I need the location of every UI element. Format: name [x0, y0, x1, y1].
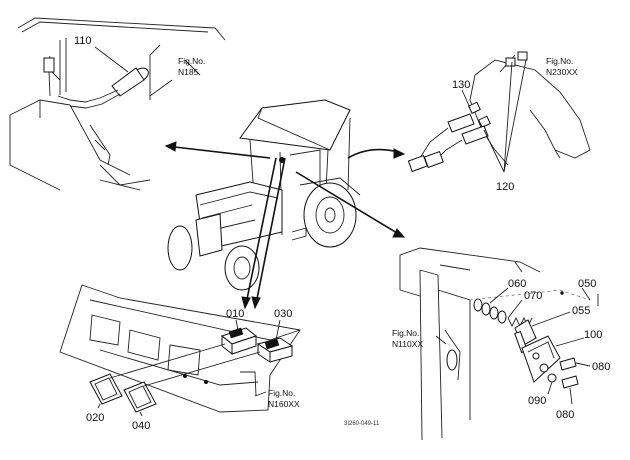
figref-n110-title: Fig.No. — [392, 328, 419, 338]
harness-connector-130 — [468, 51, 528, 128]
leader-arrows — [164, 141, 406, 310]
part-number-030: 030 — [274, 308, 292, 320]
arrowhead-switch-010 — [251, 296, 261, 310]
part-number-040: 040 — [132, 420, 150, 432]
wiring-harness-120 — [407, 113, 489, 173]
rocker-switch-030 — [256, 337, 294, 363]
figref-n110-number: N110XX — [392, 339, 423, 349]
part-number-010: 010 — [226, 308, 244, 320]
arrow-to-switch-cluster — [245, 157, 277, 305]
bolt-080 — [559, 357, 577, 371]
part-number-090: 090 — [528, 395, 546, 407]
figref-n230-title: Fig.No. — [546, 56, 573, 66]
part-number-080-lower: 080 — [556, 409, 574, 421]
figref-n230-number: N230XX — [546, 67, 578, 77]
figref-n185-title: Fig.No. — [178, 56, 205, 66]
arrowhead-switch-cluster — [241, 296, 251, 310]
bracket-100 — [521, 335, 561, 383]
panel-switch-cluster: 010 030 020 040 Fig.No. N160XX — [59, 284, 301, 432]
arrowhead-rear-lamp — [393, 148, 406, 159]
arrow-to-rear-lamp — [347, 148, 399, 159]
part-number-120: 120 — [496, 181, 514, 193]
figref-n185-number: N185 — [178, 67, 199, 77]
panel-rear-bracket: 060 070 050 055 100 080 090 080 Fig.No. … — [392, 247, 610, 441]
washer-stack-060 — [473, 298, 507, 324]
bolt-080-lower — [561, 375, 579, 389]
part-number-055: 055 — [572, 305, 590, 317]
part-number-100: 100 — [584, 329, 602, 341]
diagram-caption: 3I260-049-11 — [344, 421, 380, 427]
part-number-070: 070 — [524, 290, 542, 302]
work-light-part-110 — [43, 55, 149, 109]
part-number-050: 050 — [578, 278, 596, 290]
arrow-origin-dot — [279, 157, 285, 163]
panel-rear-lamp-harness: 130 120 Fig.No. N230XX — [407, 51, 591, 193]
arrow-to-switch-010 — [255, 157, 286, 305]
nut-090 — [547, 373, 557, 383]
rocker-switch-010 — [220, 327, 258, 356]
part-number-110: 110 — [74, 35, 92, 47]
part-number-080-upper: 080 — [592, 361, 610, 373]
figref-n160-title: Fig.No. — [268, 388, 295, 398]
part-number-020: 020 — [86, 412, 104, 424]
arrow-to-front-light — [165, 145, 271, 159]
arrowhead-front-light — [164, 141, 177, 152]
arrowhead-rear-bracket — [392, 228, 406, 238]
switch-bezel-020 — [89, 373, 123, 405]
part-number-130: 130 — [452, 79, 470, 91]
arrow-to-rear-bracket — [295, 171, 403, 237]
part-number-060: 060 — [508, 278, 526, 290]
switch-bezel-040 — [123, 381, 157, 413]
panel-work-light-front: 110 Fig.No. N185 — [9, 17, 226, 191]
figref-n160-number: N160XX — [268, 399, 300, 409]
